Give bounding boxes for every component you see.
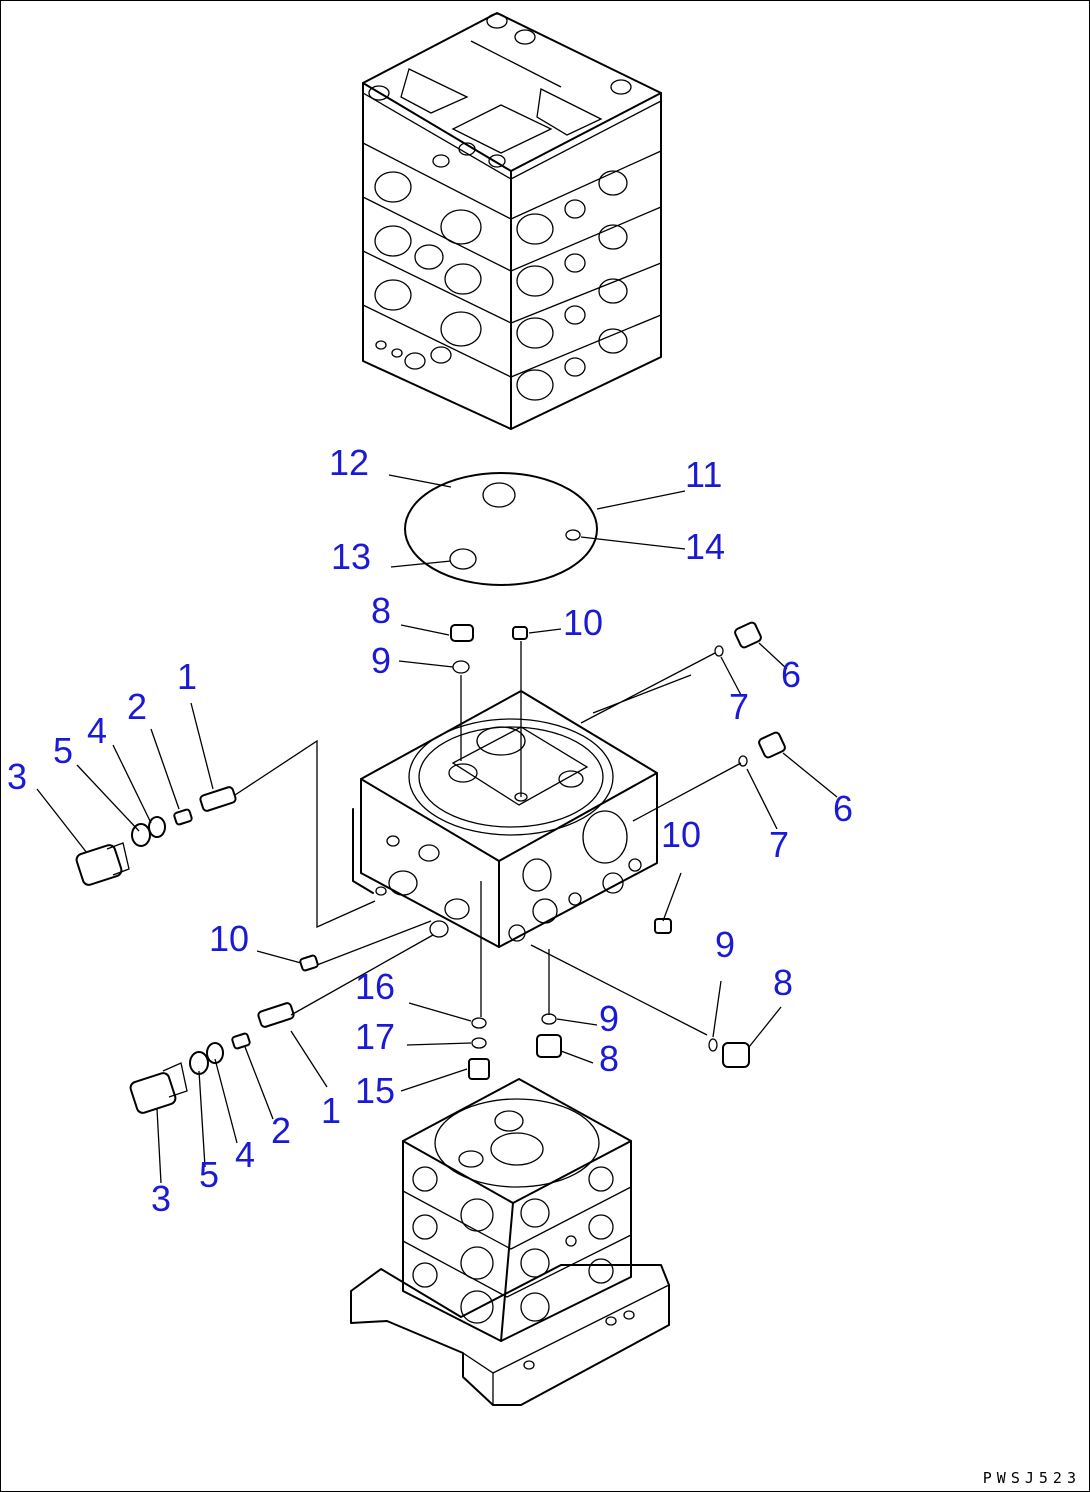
leader-lines bbox=[36, 474, 838, 1184]
callout-2-lower: 2 bbox=[271, 1110, 292, 1151]
drawing-code: PWSJ523 bbox=[982, 1469, 1081, 1487]
relief-valve-lower bbox=[129, 1002, 295, 1114]
callout-9-right: 9 bbox=[715, 924, 736, 965]
callout-7-lower: 7 bbox=[769, 824, 790, 865]
callout-3-upper: 3 bbox=[7, 756, 28, 797]
lower-valve-stack bbox=[350, 1078, 670, 1406]
callout-10-top: 10 bbox=[563, 602, 604, 643]
callout-6-upper: 6 bbox=[781, 654, 802, 695]
callout-1-upper: 1 bbox=[177, 656, 198, 697]
callout-3-lower: 3 bbox=[151, 1178, 172, 1219]
callout-1-lower: 1 bbox=[321, 1090, 342, 1131]
callout-9-bottom: 9 bbox=[599, 998, 620, 1039]
callout-7-upper: 7 bbox=[729, 686, 750, 727]
callout-2-upper: 2 bbox=[127, 686, 148, 727]
upper-valve-stack bbox=[362, 12, 662, 430]
callout-17: 17 bbox=[355, 1016, 396, 1057]
callout-15: 15 bbox=[355, 1070, 396, 1111]
relief-valve-upper bbox=[75, 786, 237, 886]
callout-9-top: 9 bbox=[371, 640, 392, 681]
callout-8-top: 8 bbox=[371, 590, 392, 631]
callout-4-upper: 4 bbox=[87, 710, 108, 751]
callout-5-upper: 5 bbox=[53, 730, 74, 771]
callout-5-lower: 5 bbox=[199, 1154, 220, 1195]
callout-4-lower: 4 bbox=[235, 1134, 256, 1175]
gasket-plate bbox=[404, 472, 598, 586]
callout-16: 16 bbox=[355, 966, 396, 1007]
callout-8-bottom: 8 bbox=[599, 1038, 620, 1079]
plugs-and-orings bbox=[299, 621, 786, 1080]
callout-8-right: 8 bbox=[773, 962, 794, 1003]
callout-11: 11 bbox=[685, 454, 723, 495]
callout-10-right: 10 bbox=[661, 814, 702, 855]
callout-10-left: 10 bbox=[209, 918, 250, 959]
callout-14: 14 bbox=[685, 526, 726, 567]
callout-12: 12 bbox=[329, 442, 370, 483]
callout-13: 13 bbox=[331, 536, 372, 577]
callout-6-lower: 6 bbox=[833, 788, 854, 829]
middle-valve-section bbox=[352, 690, 658, 948]
